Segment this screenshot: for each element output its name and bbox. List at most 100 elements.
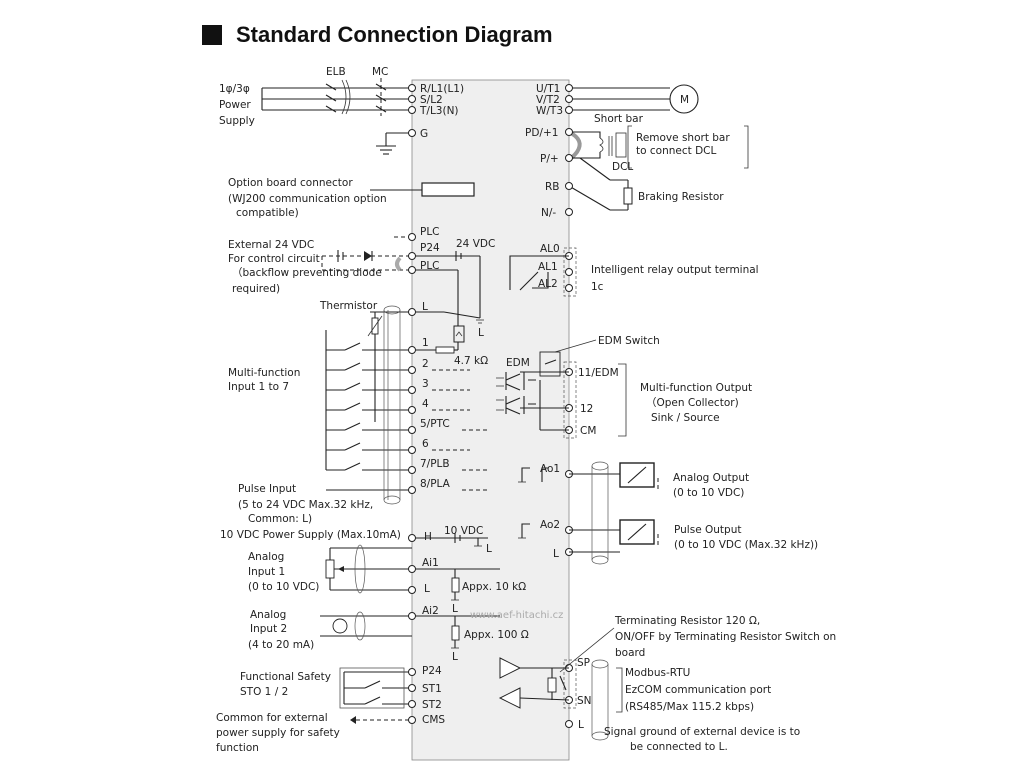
- svg-text:8/PLA: 8/PLA: [420, 478, 451, 490]
- svg-text:SN: SN: [577, 695, 592, 707]
- analog-input-2-label: Analog Input 2 (4 to 20 mA): [248, 609, 314, 651]
- svg-text:Terminating Resistor 120 Ω,: Terminating Resistor 120 Ω,: [614, 615, 760, 627]
- svg-text:Common: L): Common: L): [248, 513, 312, 525]
- appx-10k-label: Appx. 10 kΩ: [462, 581, 526, 593]
- analog-input-1-label: Analog Input 1 (0 to 10 VDC): [248, 551, 319, 593]
- svg-text:P24: P24: [422, 665, 442, 677]
- thermistor-label: Thermistor: [319, 300, 378, 312]
- svg-text:Pulse Input: Pulse Input: [238, 483, 296, 495]
- h-10vdc-supply: [412, 533, 488, 547]
- braking-resistor-wiring: [568, 157, 633, 211]
- title-bullet-square: [202, 25, 222, 45]
- analog-output-meter: [619, 462, 655, 488]
- svg-text:Input 1: Input 1: [248, 566, 285, 578]
- ai2-l-label: L: [452, 651, 458, 663]
- dcl-label: DCL: [612, 161, 633, 173]
- svg-text:Supply: Supply: [219, 115, 255, 127]
- modbus-label: Modbus-RTU EzCOM communication port (RS4…: [616, 667, 771, 713]
- short-bar: [567, 130, 582, 161]
- resistor-47k-label: 4.7 kΩ: [454, 355, 488, 367]
- remove-short-bar-note: Remove short bar to connect DCL: [627, 125, 749, 169]
- svg-text:(0 to 10 VDC): (0 to 10 VDC): [248, 581, 319, 593]
- svg-text:1: 1: [422, 337, 429, 349]
- mc-contactor-symbol: [375, 78, 387, 116]
- svg-text:Ai2: Ai2: [422, 605, 439, 617]
- svg-text:ST1: ST1: [422, 683, 442, 695]
- svg-text:Analog Output: Analog Output: [673, 472, 749, 484]
- svg-text:Modbus-RTU: Modbus-RTU: [625, 667, 690, 679]
- edm-switch-symbol: [539, 339, 597, 377]
- elb-label: ELB: [326, 66, 346, 78]
- svg-text:L: L: [424, 583, 430, 595]
- signal-ground-note: Signal ground of external device is to b…: [604, 726, 800, 753]
- svg-text:L: L: [422, 301, 428, 313]
- svg-text:Input 1 to 7: Input 1 to 7: [228, 381, 289, 393]
- input-photocoupler: [412, 325, 465, 354]
- svg-text:ST2: ST2: [422, 699, 442, 711]
- motor-symbol: M: [669, 84, 699, 114]
- svg-text:Sink / Source: Sink / Source: [651, 412, 720, 424]
- svg-text:L: L: [578, 719, 584, 731]
- svg-text:Intelligent relay output te: Intelligent relay output terminal: [591, 264, 759, 276]
- svg-text:EzCOM communication port: EzCOM communication port: [625, 684, 771, 696]
- svg-text:12: 12: [580, 403, 593, 415]
- svg-text:(5 to 24 VDC Max.32 kHz,: (5 to 24 VDC Max.32 kHz,: [238, 499, 373, 511]
- svg-text:Power: Power: [219, 99, 251, 111]
- pulse-input-label: Pulse Input (5 to 24 VDC Max.32 kHz, Com…: [238, 483, 373, 525]
- common-external-label: Common for external power supply for saf…: [216, 712, 340, 754]
- svg-text:Analog: Analog: [248, 551, 284, 563]
- elb-breaker-symbol: [325, 79, 351, 115]
- svg-text:4: 4: [422, 398, 429, 410]
- input-switches: [325, 330, 412, 491]
- left-terminal-circles: [408, 84, 416, 724]
- edm-label: EDM: [506, 357, 530, 369]
- svg-text:External 24 VDC: External 24 VDC: [228, 239, 314, 251]
- svg-text:Common for external: Common for external: [216, 712, 328, 724]
- svg-text:R/L1(L1): R/L1(L1): [420, 83, 464, 95]
- right-terminal-circles: [565, 84, 573, 728]
- open-collector-outputs: [496, 361, 577, 439]
- svg-text:U/T1: U/T1: [536, 83, 560, 95]
- svg-text:board: board: [615, 647, 645, 659]
- title-text: Standard Connection Diagram: [236, 22, 553, 47]
- common-l-ground: [412, 311, 484, 324]
- watermark: www.aef-hitachi.cz: [470, 610, 563, 621]
- analog-input-1-potentiometer: [325, 544, 500, 601]
- svg-text:2: 2: [422, 358, 429, 370]
- input-cable-shield: [383, 305, 401, 505]
- analog-output-wiring: [518, 461, 659, 565]
- svg-text:Multi-function Output: Multi-function Output: [640, 382, 752, 394]
- svg-text:S/L2: S/L2: [420, 94, 443, 106]
- pulse-output-label: Pulse Output (0 to 10 VDC (Max.32 kHz)): [674, 524, 818, 551]
- v10-label: 10 VDC: [444, 525, 483, 537]
- svg-text:Input 2: Input 2: [250, 623, 287, 635]
- svg-text:STO 1 / 2: STO 1 / 2: [240, 686, 288, 698]
- power-ground-symbol: [376, 132, 412, 155]
- motor-output-lines: [569, 87, 670, 111]
- short-bar-label: Short bar: [594, 113, 644, 125]
- svg-text:5/PTC: 5/PTC: [420, 418, 450, 430]
- svg-text:AL1: AL1: [538, 261, 558, 273]
- svg-text:CM: CM: [580, 425, 596, 437]
- left-terminal-labels: R/L1(L1) S/L2 T/L3(N) G PLC P24 PLC L 1 …: [419, 83, 464, 726]
- svg-text:N/-: N/-: [541, 207, 556, 219]
- svg-text:P24: P24: [420, 242, 440, 254]
- braking-resistor-label: Braking Resistor: [638, 191, 724, 203]
- svg-text:（Open Collector): （Open Collector): [646, 397, 739, 409]
- svg-text:Ao2: Ao2: [540, 519, 560, 531]
- svg-text:Pulse Output: Pulse Output: [674, 524, 741, 536]
- svg-text:(4 to 20 mA): (4 to 20 mA): [248, 639, 314, 651]
- rs485-transceiver: [498, 657, 609, 741]
- thermistor-symbol: [367, 311, 412, 422]
- svg-text:3: 3: [422, 378, 429, 390]
- multi-function-input-label: Multi-function Input 1 to 7: [228, 367, 300, 393]
- svg-text:7/PLB: 7/PLB: [420, 458, 450, 470]
- svg-text:Functional Safety: Functional Safety: [240, 671, 331, 683]
- svg-text:Multi-function: Multi-function: [228, 367, 300, 379]
- ai1-l-label: L: [452, 603, 458, 615]
- svg-text:Remove short bar: Remove short bar: [636, 132, 730, 144]
- vdc10-supply-label: 10 VDC Power Supply (Max.10mA): [220, 529, 401, 541]
- external-24vdc-label: External 24 VDC For control circuit （bac…: [228, 239, 382, 295]
- svg-text:function: function: [216, 742, 259, 754]
